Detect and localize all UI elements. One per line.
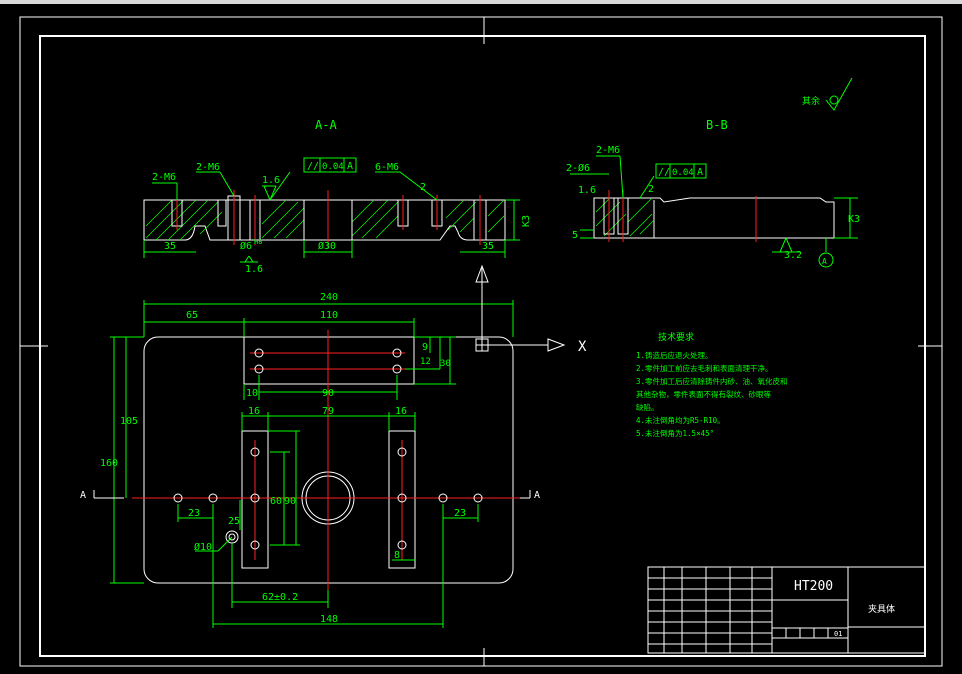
dim-10: 10 [246, 388, 258, 399]
ucs-axis-icon[interactable] [475, 264, 566, 352]
ucs-x-label: X [578, 339, 587, 355]
section-aa-title: A-A [315, 118, 337, 132]
aa-dim-h8: H8 [254, 238, 262, 246]
dim-90-v: 90 [284, 496, 296, 507]
dim-12: 12 [420, 357, 431, 367]
general-roughness: 其余 [802, 77, 853, 111]
section-a-label-left: A [80, 490, 86, 501]
bb-tol-value: 0.04 [672, 168, 694, 178]
section-bb-hatch [595, 197, 655, 237]
bb-roughness-bottom: 3.2 [784, 250, 802, 261]
notes-item-2: 2.零件加工前应去毛刺和表面清理干净。 [636, 363, 773, 373]
bb-dim-2: 2 [648, 184, 654, 195]
section-bb-centerlines [608, 190, 757, 242]
section-aa-holes [171, 195, 487, 241]
plan-top-slot [243, 336, 415, 385]
section-bb-title: B-B [706, 118, 728, 132]
section-bb-view[interactable]: B-B // [566, 118, 860, 268]
dim-8: 8 [394, 550, 400, 561]
notes-item-5: 5.未注倒角为1.5×45° [636, 428, 714, 438]
aa-thread-2: 2-M6 [196, 162, 220, 173]
aa-tol-symbol: // [307, 161, 319, 172]
plan-centerlines [132, 330, 528, 590]
roughness-symbol-icon [825, 77, 853, 111]
aa-tol-datum: A [347, 161, 353, 172]
roughness-label: 其余 [802, 95, 820, 107]
notes-heading: 技术要求 [658, 331, 694, 343]
bb-dim-k3: K3 [848, 214, 860, 225]
dim-9: 9 [422, 342, 428, 353]
notes-item-3: 3.零件加工后应清除铸件内砂、油、氧化皮和 [636, 376, 788, 386]
part-name: 夹具体 [868, 603, 895, 615]
dim-62-tol: 62±0.2 [262, 592, 298, 603]
plan-dimlines [110, 300, 514, 628]
section-bb-dimlines [570, 155, 858, 268]
window-top-bar [0, 0, 962, 4]
aa-tol-value: 0.04 [322, 162, 344, 172]
notes-item-3c: 缺陷。 [636, 402, 659, 412]
bb-datum: A [822, 257, 827, 266]
notes-item-4: 4.未注倒角均为R5-R10。 [636, 415, 725, 425]
section-aa-tolerance-frame: // 0.04 A [303, 157, 357, 173]
aa-dim-35-left: 35 [164, 241, 176, 252]
aa-dim-2: 2 [420, 182, 426, 193]
dim-160: 160 [100, 458, 118, 469]
aa-thread-3: 6-M6 [375, 162, 399, 173]
bb-tol-symbol: // [658, 167, 670, 178]
bb-dim-5: 5 [572, 230, 578, 241]
notes-item-3b: 其他杂物，零件表面不得有裂纹、砂眼等 [636, 389, 771, 399]
aa-dim-phi30: Ø30 [318, 240, 336, 252]
section-aa-centerlines [176, 190, 481, 248]
aa-thread-1: 2-M6 [152, 172, 176, 183]
centering-marks [20, 17, 942, 666]
aa-dim-35-right: 35 [482, 241, 494, 252]
section-aa-dimlines [143, 171, 520, 263]
dim-phi10: Ø10 [194, 541, 212, 553]
section-bb-tolerance-frame: // 0.04 A [655, 163, 707, 179]
dim-25: 25 [228, 516, 240, 527]
sheet-code: 01 [834, 630, 842, 638]
material-label: HT200 [794, 579, 833, 594]
aa-dim-phi6: Ø6 [240, 240, 252, 252]
dim-30: 30 [440, 359, 451, 369]
dim-79: 79 [322, 406, 334, 417]
dim-110: 110 [320, 310, 338, 321]
dim-16-right: 16 [395, 406, 407, 417]
aa-roughness-bottom: 1.6 [245, 264, 263, 275]
dim-148: 148 [320, 614, 338, 625]
dim-65: 65 [186, 310, 198, 321]
dim-90-h: 90 [322, 388, 334, 399]
bb-thread: 2-M6 [596, 145, 620, 156]
plan-left-plate [241, 430, 269, 569]
plan-right-plate [388, 430, 416, 569]
dim-60: 60 [270, 496, 282, 507]
section-aa-outline [143, 199, 506, 241]
title-block[interactable]: HT200 夹具体 01 [647, 566, 926, 654]
aa-dim-k3: K3 [521, 215, 532, 227]
plan-holes [173, 348, 483, 550]
aa-roughness-top: 1.6 [262, 175, 280, 186]
bb-tol-datum: A [697, 167, 703, 178]
dim-23-left: 23 [188, 508, 200, 519]
plan-section-arrows [93, 490, 531, 499]
dim-16-left: 16 [248, 406, 260, 417]
dim-240: 240 [320, 292, 338, 303]
bb-roughness: 1.6 [578, 185, 596, 196]
dim-23-right: 23 [454, 508, 466, 519]
section-aa-hatch [145, 199, 505, 241]
technical-requirements[interactable]: 技术要求 1.铸造后应退火处理。 2.零件加工前应去毛刺和表面清理干净。 3.零… [636, 331, 788, 438]
bb-thread-2: 2-Ø6 [566, 162, 590, 174]
section-aa-view[interactable]: A-A [143, 118, 532, 275]
notes-item-1: 1.铸造后应退火处理。 [636, 350, 713, 360]
section-a-label-right: A [534, 490, 540, 501]
section-bb-outline [593, 197, 835, 239]
plan-view[interactable]: A A X 240 65 110 9 12 30 10 90 16 79 16 … [80, 264, 587, 628]
dim-105: 105 [120, 416, 138, 427]
outer-frame [19, 16, 943, 667]
